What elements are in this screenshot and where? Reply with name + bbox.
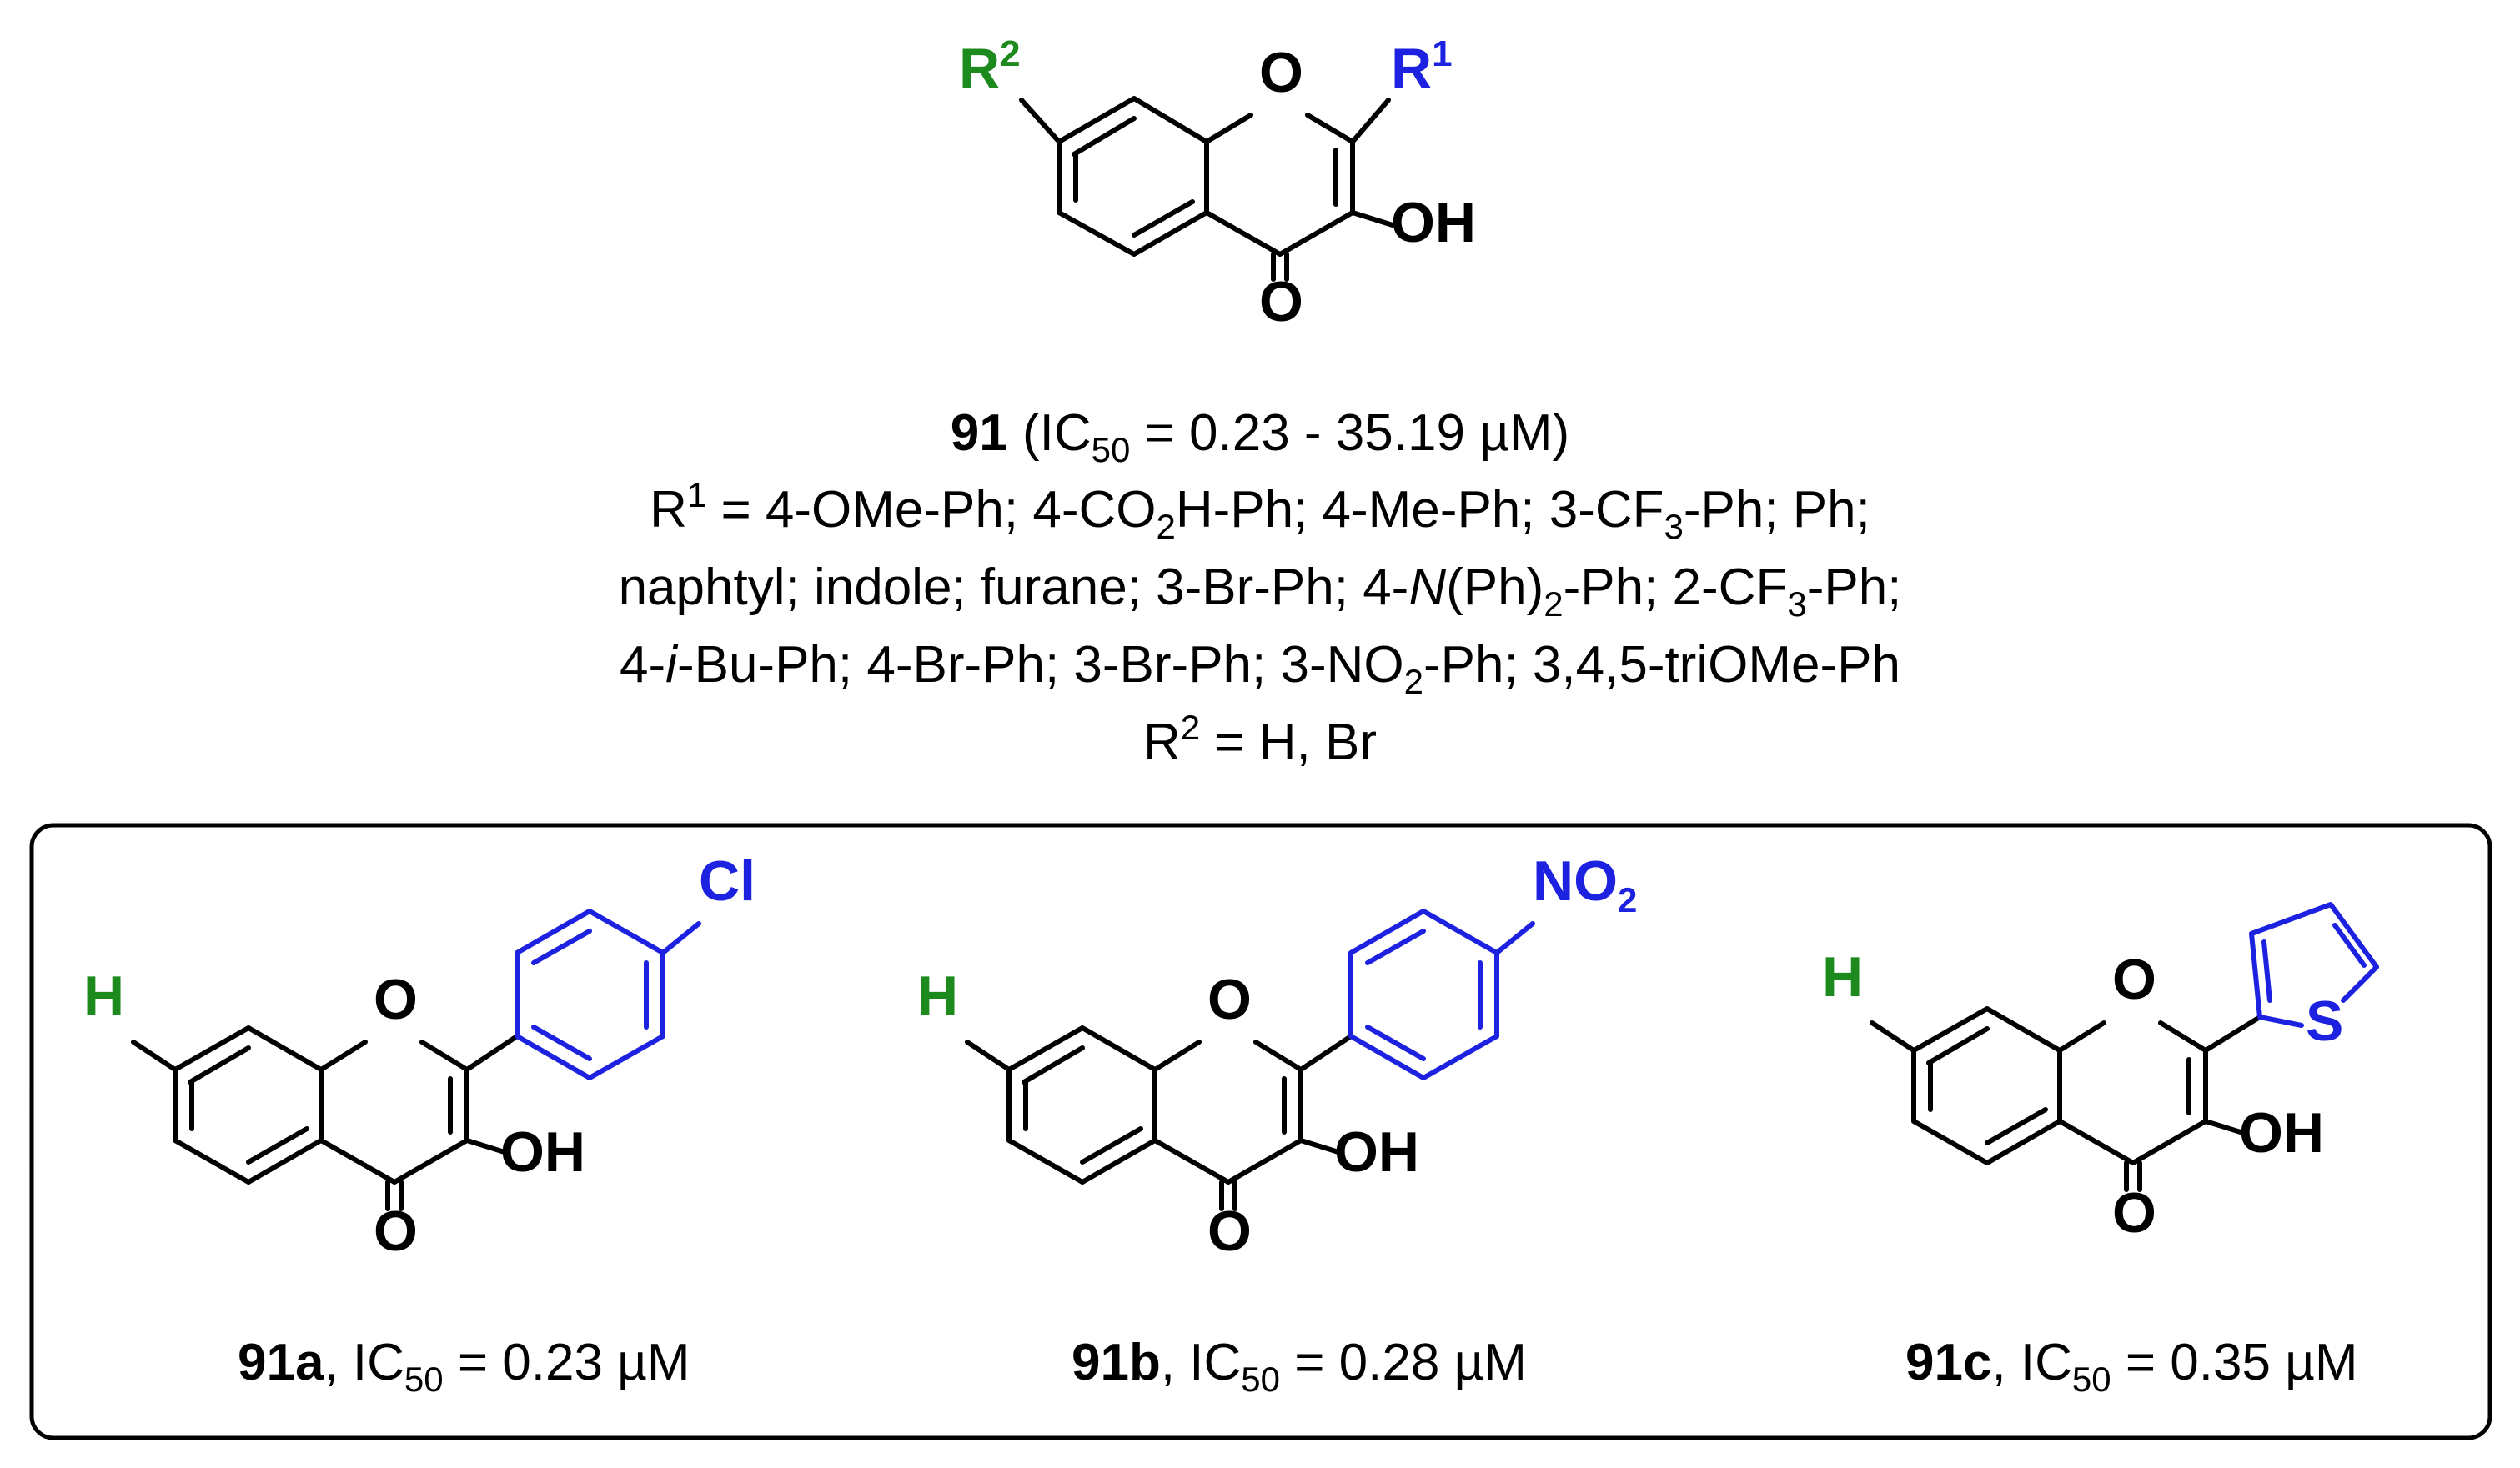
example-91c-sulfur: S — [2306, 990, 2343, 1053]
example-91a-aryl-inner-3 — [531, 1025, 592, 1061]
scaffold-oh-bond — [1350, 210, 1395, 228]
example-91c-carbonyl-oxygen: O — [2112, 1181, 2156, 1245]
examples-panel-frame — [29, 823, 2492, 1440]
scaffold-r1-label: R1 — [1391, 33, 1453, 100]
example-91c-hydroxyl: OH — [2239, 1101, 2324, 1165]
example-91b-hydrogen: H — [917, 964, 958, 1028]
example-91b-aryl-ring — [1348, 909, 1499, 1080]
example-91c-caption: 91c, IC50 = 0.35 µM — [1905, 1334, 2358, 1399]
scaffold-r2-bond — [1019, 98, 1062, 144]
example-91a-cl-bond — [660, 921, 701, 955]
scaffold-carbonyl-oxygen: O — [1259, 270, 1303, 333]
series-r1-line-1: R1 = 4-OMe-Ph; 4-CO2H-Ph; 4-Me-Ph; 3-CF3… — [650, 475, 1870, 546]
example-91a-hydrogen: H — [83, 964, 124, 1028]
example-91b-caption: 91b, IC50 = 0.28 µM — [1072, 1334, 1527, 1399]
example-91b-carbonyl-oxygen: O — [1207, 1200, 1252, 1263]
example-91a-pyranone-ring — [319, 1040, 469, 1185]
scaffold-benzene-inner-1 — [1072, 116, 1137, 157]
example-91b-aryl-inner-3 — [1365, 1025, 1426, 1061]
example-91c-oh-bond — [2203, 1119, 2246, 1135]
example-91a-aryl-ring — [515, 909, 665, 1080]
example-91a-caption: 91a, IC50 = 0.23 µM — [238, 1334, 690, 1399]
example-91b-oh-bond — [1298, 1138, 1341, 1155]
example-91a-aryl-inner-1 — [531, 929, 592, 965]
example-91a-benzene-inner-3 — [246, 1126, 309, 1165]
example-91c-structure: O O OH H S — [1822, 902, 2379, 1245]
series-r2-line: R2 = H, Br — [1143, 708, 1377, 771]
example-91b-h-bond — [965, 1040, 1012, 1072]
example-91a-carbonyl-oxygen: O — [374, 1200, 418, 1263]
scaffold-r1-bond — [1350, 98, 1391, 144]
scaffold-r2-label: R2 — [959, 33, 1021, 100]
example-91c-pyranone-ring — [2057, 1020, 2208, 1165]
example-91c-thiophene-ring — [2249, 902, 2379, 1028]
example-91a-aryl-link — [464, 1034, 520, 1072]
example-91c-thienyl-link — [2203, 1015, 2262, 1053]
series-description: 91 (IC50 = 0.23 - 35.19 µM) R1 = 4-OMe-P… — [619, 404, 1902, 771]
example-91a-structure: O O OH H Cl — [83, 849, 755, 1263]
example-91c-benzene-inner-3 — [1985, 1107, 2048, 1145]
example-91b-benzene-inner-1 — [1022, 1045, 1085, 1085]
example-91c-benzene-inner-1 — [1926, 1026, 1990, 1065]
series-title-line: 91 (IC50 = 0.23 - 35.19 µM) — [951, 404, 1569, 469]
example-91b-no2-bond — [1494, 921, 1535, 955]
scaffold-pyranone-ring — [1204, 113, 1355, 257]
example-91b-structure: O O OH H NO2 — [917, 849, 1637, 1263]
example-91a-ring-oxygen: O — [374, 968, 418, 1031]
example-91c-hydrogen: H — [1822, 945, 1863, 1009]
example-91b-hydroxyl: OH — [1334, 1120, 1419, 1184]
example-91c-thiophene-inner-1 — [2261, 939, 2272, 1003]
example-91b-benzene-inner-3 — [1080, 1126, 1143, 1165]
example-91c-h-bond — [1870, 1020, 1916, 1053]
example-91b-pyranone-ring — [1152, 1040, 1303, 1185]
example-91a-chlorine: Cl — [699, 849, 755, 913]
series-r1-line-2: naphtyl; indole; furane; 3-Br-Ph; 4-N(Ph… — [619, 559, 1902, 624]
example-91a-hydroxyl: OH — [500, 1120, 585, 1184]
scaffold-benzene-inner-3 — [1132, 199, 1195, 238]
example-91a-h-bond — [131, 1040, 178, 1072]
example-91c-thiophene-inner-2 — [2332, 923, 2367, 968]
scaffold-91: O O OH R1 R2 — [959, 33, 1476, 333]
scaffold-hydroxyl: OH — [1391, 191, 1476, 254]
example-91b-aryl-link — [1298, 1034, 1353, 1072]
scaffold-ring-oxygen: O — [1259, 41, 1303, 104]
example-91b-aryl-inner-1 — [1365, 929, 1426, 965]
example-91a-oh-bond — [464, 1138, 507, 1155]
example-91b-ring-oxygen: O — [1207, 968, 1252, 1031]
example-91b-nitro: NO2 — [1533, 849, 1637, 919]
example-91c-ring-oxygen: O — [2112, 948, 2156, 1011]
series-r1-line-3: 4-i-Bu-Ph; 4-Br-Ph; 3-Br-Ph; 3-NO2-Ph; 3… — [620, 636, 1900, 701]
example-91a-benzene-inner-1 — [188, 1045, 251, 1085]
